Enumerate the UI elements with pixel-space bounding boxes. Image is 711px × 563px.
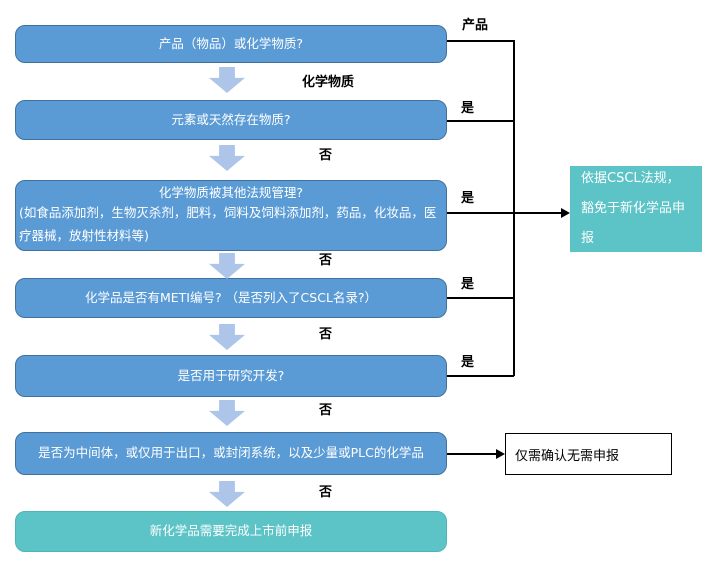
connector-line-to-confirm [447, 453, 497, 455]
flow-node-product-or-chemical: 产品（物品）或化学物质? [15, 25, 447, 63]
connector-line-yes-1 [447, 120, 514, 122]
connector-trunk-line [513, 40, 515, 376]
edge-label-no: 否 [319, 485, 333, 500]
edge-label-no: 否 [319, 253, 333, 268]
flow-node-premarket-notification: 新化学品需要完成上市前申报 [15, 511, 447, 552]
down-arrow-icon [209, 400, 245, 426]
flow-node-confirm-no-notification: 仅需确认无需申报 [505, 433, 672, 475]
edge-label-product: 产品 [462, 18, 489, 33]
arrowhead-icon [561, 208, 570, 218]
edge-label-no: 否 [319, 403, 333, 418]
connector-line-yes-4 [447, 375, 514, 377]
edge-label-yes: 是 [461, 277, 475, 292]
down-arrow-icon [209, 67, 245, 93]
edge-label-chemical: 化学物质 [302, 75, 355, 90]
down-arrow-icon [209, 324, 245, 350]
down-arrow-icon [209, 253, 245, 279]
edge-label-yes: 是 [461, 355, 475, 370]
arrowhead-icon [496, 449, 505, 459]
flow-node-research-development: 是否用于研究开发? [15, 355, 447, 397]
connector-line-yes-2-to-exempt [447, 212, 562, 214]
edge-label-no: 否 [319, 327, 333, 342]
connector-line-product [447, 40, 514, 42]
flow-node-element-or-natural: 元素或天然存在物质? [15, 100, 447, 140]
connector-line-yes-3 [447, 297, 514, 299]
edge-label-yes: 是 [461, 191, 475, 206]
cscl-exempt-label: 依据CSCL法规，豁免于新化学品申报 [581, 171, 686, 246]
edge-label-yes: 是 [461, 101, 475, 116]
edge-label-no: 否 [319, 148, 333, 163]
flow-node-other-regulations: 化学物质被其他法规管理? (如食品添加剂，生物灭杀剂，肥料，饲料及饲料添加剂，药… [15, 180, 447, 251]
flow-node-other-regulations-detail: (如食品添加剂，生物灭杀剂，肥料，饲料及饲料添加剂，药品，化妆品，医疗器械，放射… [19, 205, 437, 243]
confirm-label: 仅需确认无需申报 [515, 448, 620, 464]
flow-node-other-regulations-title: 化学物质被其他法规管理? [158, 184, 304, 200]
down-arrow-icon [209, 481, 245, 507]
flow-node-intermediate-export-plc: 是否为中间体，或仅用于出口，或封闭系统，以及少量或PLC的化学品 [15, 432, 447, 475]
flow-node-meti-number: 化学品是否有METI编号? （是否列入了CSCL名录?） [15, 278, 447, 318]
flow-node-cscl-exempt: 依据CSCL法规，豁免于新化学品申报 [570, 166, 702, 252]
down-arrow-icon [209, 145, 245, 171]
